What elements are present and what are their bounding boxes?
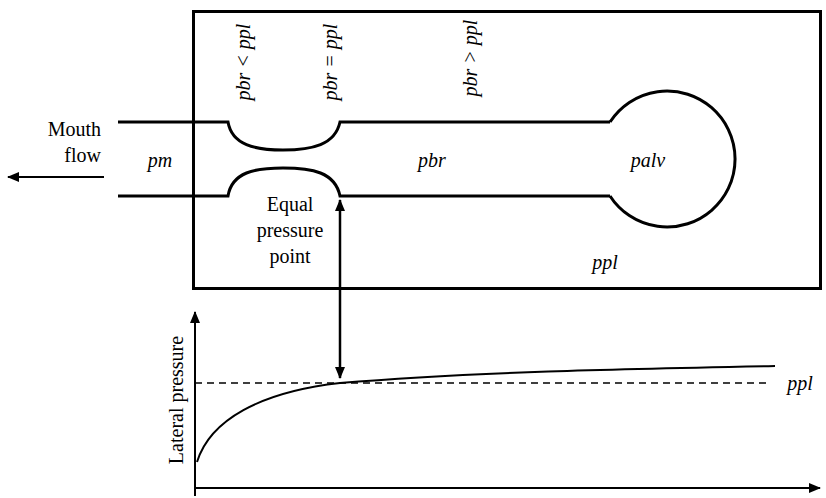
pleural-pressure: ppl bbox=[787, 370, 813, 396]
mouth-pressure: pm bbox=[148, 147, 172, 173]
equal-pressure-point-label: Equal pressure point bbox=[244, 191, 336, 269]
pressure-condition: pbr = ppl bbox=[317, 24, 343, 101]
pressure-curve bbox=[197, 366, 775, 462]
pressure-condition: pbr < ppl bbox=[230, 24, 256, 101]
axis-label: Lateral pressure bbox=[163, 336, 189, 464]
y-axis bbox=[194, 312, 196, 496]
alveolus-outline bbox=[599, 91, 735, 227]
bronchial-pressure: pbr bbox=[418, 147, 446, 173]
pleural-pressure: ppl bbox=[592, 249, 618, 275]
alveolar-pressure: palv bbox=[631, 147, 665, 173]
x-axis bbox=[195, 487, 820, 489]
mouth-flow-label: Mouth flow bbox=[39, 116, 101, 168]
pleural-pressure-line bbox=[195, 382, 770, 384]
pleural-space-box: pbr < ppl pbr = ppl pbr > ppl pbrEqual pres… bbox=[192, 10, 822, 290]
alveolus-wall bbox=[610, 91, 735, 227]
flow-arrow bbox=[8, 176, 104, 178]
pressure-condition: pbr > ppl bbox=[457, 20, 483, 97]
alveolus-circle: palv bbox=[599, 91, 735, 227]
